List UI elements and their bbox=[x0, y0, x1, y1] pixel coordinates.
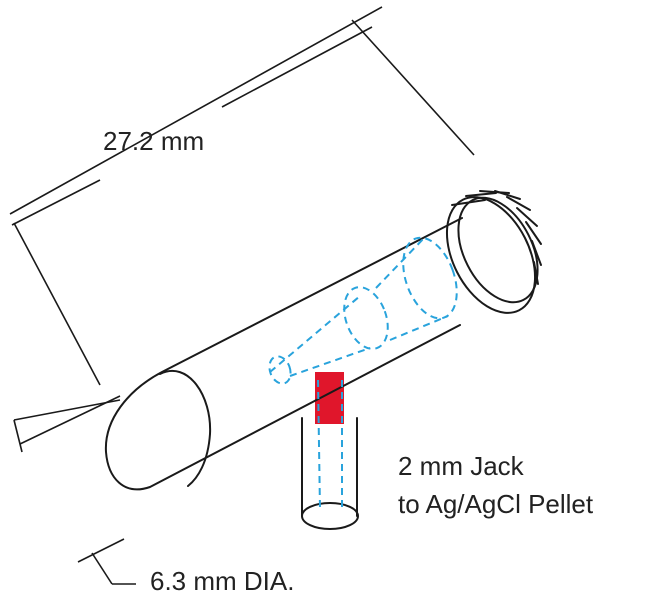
diameter-label: 6.3 mm DIA. bbox=[150, 566, 295, 596]
internal-pellet bbox=[268, 235, 458, 511]
length-dimension bbox=[9, 6, 475, 386]
jack-label-line2: to Ag/AgCl Pellet bbox=[398, 489, 594, 519]
end-cap bbox=[445, 190, 542, 314]
length-label: 27.2 mm bbox=[103, 126, 205, 156]
jack-label-line1: 2 mm Jack bbox=[398, 451, 524, 481]
electrode-body bbox=[104, 217, 463, 491]
diameter-dimension bbox=[13, 395, 136, 585]
jack-cylinder bbox=[301, 417, 359, 530]
